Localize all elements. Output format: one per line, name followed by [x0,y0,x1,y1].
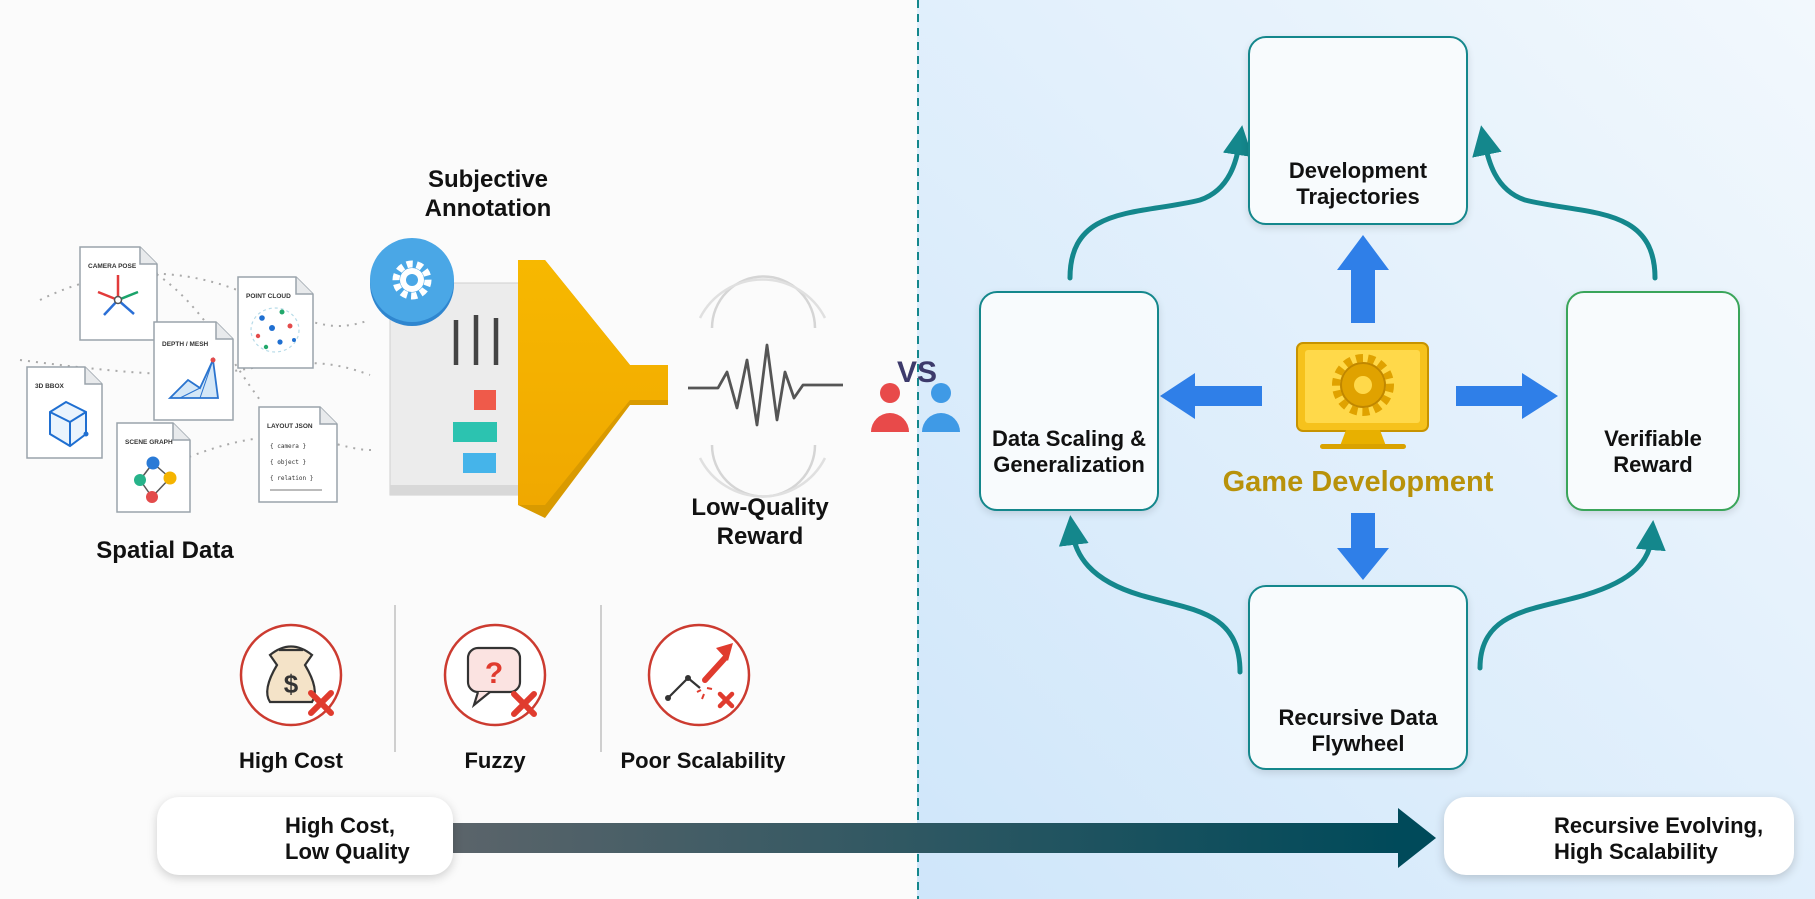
doc-3d-bbox: 3D BBOX [26,366,103,459]
vs-label: VS [897,356,937,389]
arrow-left [1160,373,1262,419]
low-quality-reward-label: Low-Quality Reward [660,494,860,552]
node-verifiable-reward: Verifiable Reward [1566,291,1740,511]
doc-depth-mesh: DEPTH / MESH [153,321,234,421]
vs-people-icon: VS [871,356,960,432]
node-right-line1: Verifiable [1604,426,1702,451]
node-top-line2: Trajectories [1296,183,1420,209]
game-monitor-icon [1296,342,1429,449]
arrow-right [1456,373,1558,419]
left-pill-line2: Low Quality [285,838,410,864]
doc-layout-json-label: LAYOUT JSON [267,423,313,430]
arrow-down [1337,513,1389,580]
left-pill-line1: High Cost, [285,813,395,838]
doc-scene-graph-label: SCENE GRAPH [125,439,173,446]
svg-text:$: $ [284,669,299,699]
doc-layout-json: LAYOUT JSON { camera } { object } { rela… [258,406,338,503]
reward-label-line2: Reward [716,522,804,550]
annotation-label: Subjective Annotation [398,166,578,224]
doc-depth-mesh-label: DEPTH / MESH [162,341,209,348]
doc-scene-graph: SCENE GRAPH [116,422,191,513]
node-data-scaling: Data Scaling & Generalization [979,291,1159,511]
doc-camera-pose-label: CAMERA POSE [88,263,137,270]
funnel [518,260,668,518]
problem-label-poor-scalability: Poor Scalability [620,748,786,773]
problem-icon-poor-scalability [647,623,751,727]
doc-json-line1: { camera } [270,443,306,450]
right-pill-line2: High Scalability [1554,838,1718,864]
gear-badge-icon [370,238,454,326]
spatial-data-label: Spatial Data [96,537,234,564]
noisy-waveform-icon [688,275,843,498]
node-bottom-line2: Flywheel [1311,730,1405,756]
node-left-line2: Generalization [993,451,1145,477]
doc-3d-bbox-label: 3D BBOX [35,383,65,390]
game-development-label: Game Development [1222,466,1494,498]
annotation-label-line1: Subjective [427,166,549,193]
reward-label-line1: Low-Quality [691,494,829,521]
transition-arrow [452,808,1436,868]
node-right-line2: Reward [1613,451,1693,477]
problem-label-high-cost: High Cost [239,748,343,773]
node-top-line1: Development [1288,158,1428,183]
right-pill-line1: Recursive Evolving, [1554,813,1764,838]
problem-icon-high-cost: $ [239,623,343,727]
doc-point-cloud-label: POINT CLOUD [246,293,291,300]
doc-camera-pose: CAMERA POSE [79,246,158,341]
node-bottom-line1: Recursive Data [1278,705,1438,730]
cycle-arrows [1058,125,1666,675]
node-left-line1: Data Scaling & [991,426,1147,451]
node-development-trajectories: Development Trajectories [1248,36,1468,225]
svg-text:?: ? [485,657,503,690]
left-summary-pill: High Cost, Low Quality [157,797,453,875]
arrow-up [1337,235,1389,323]
doc-json-line3: { relation } [270,475,313,482]
doc-point-cloud: POINT CLOUD [237,276,314,369]
blue-arrows [1160,235,1558,580]
doc-json-line2: { object } [270,459,306,466]
annotation-label-line2: Annotation [424,194,552,222]
problem-label-fuzzy: Fuzzy [464,748,526,773]
right-summary-pill: Recursive Evolving, High Scalability [1444,797,1794,875]
problem-icon-fuzzy: ? [443,623,547,727]
node-recursive-flywheel: Recursive Data Flywheel [1248,585,1468,770]
